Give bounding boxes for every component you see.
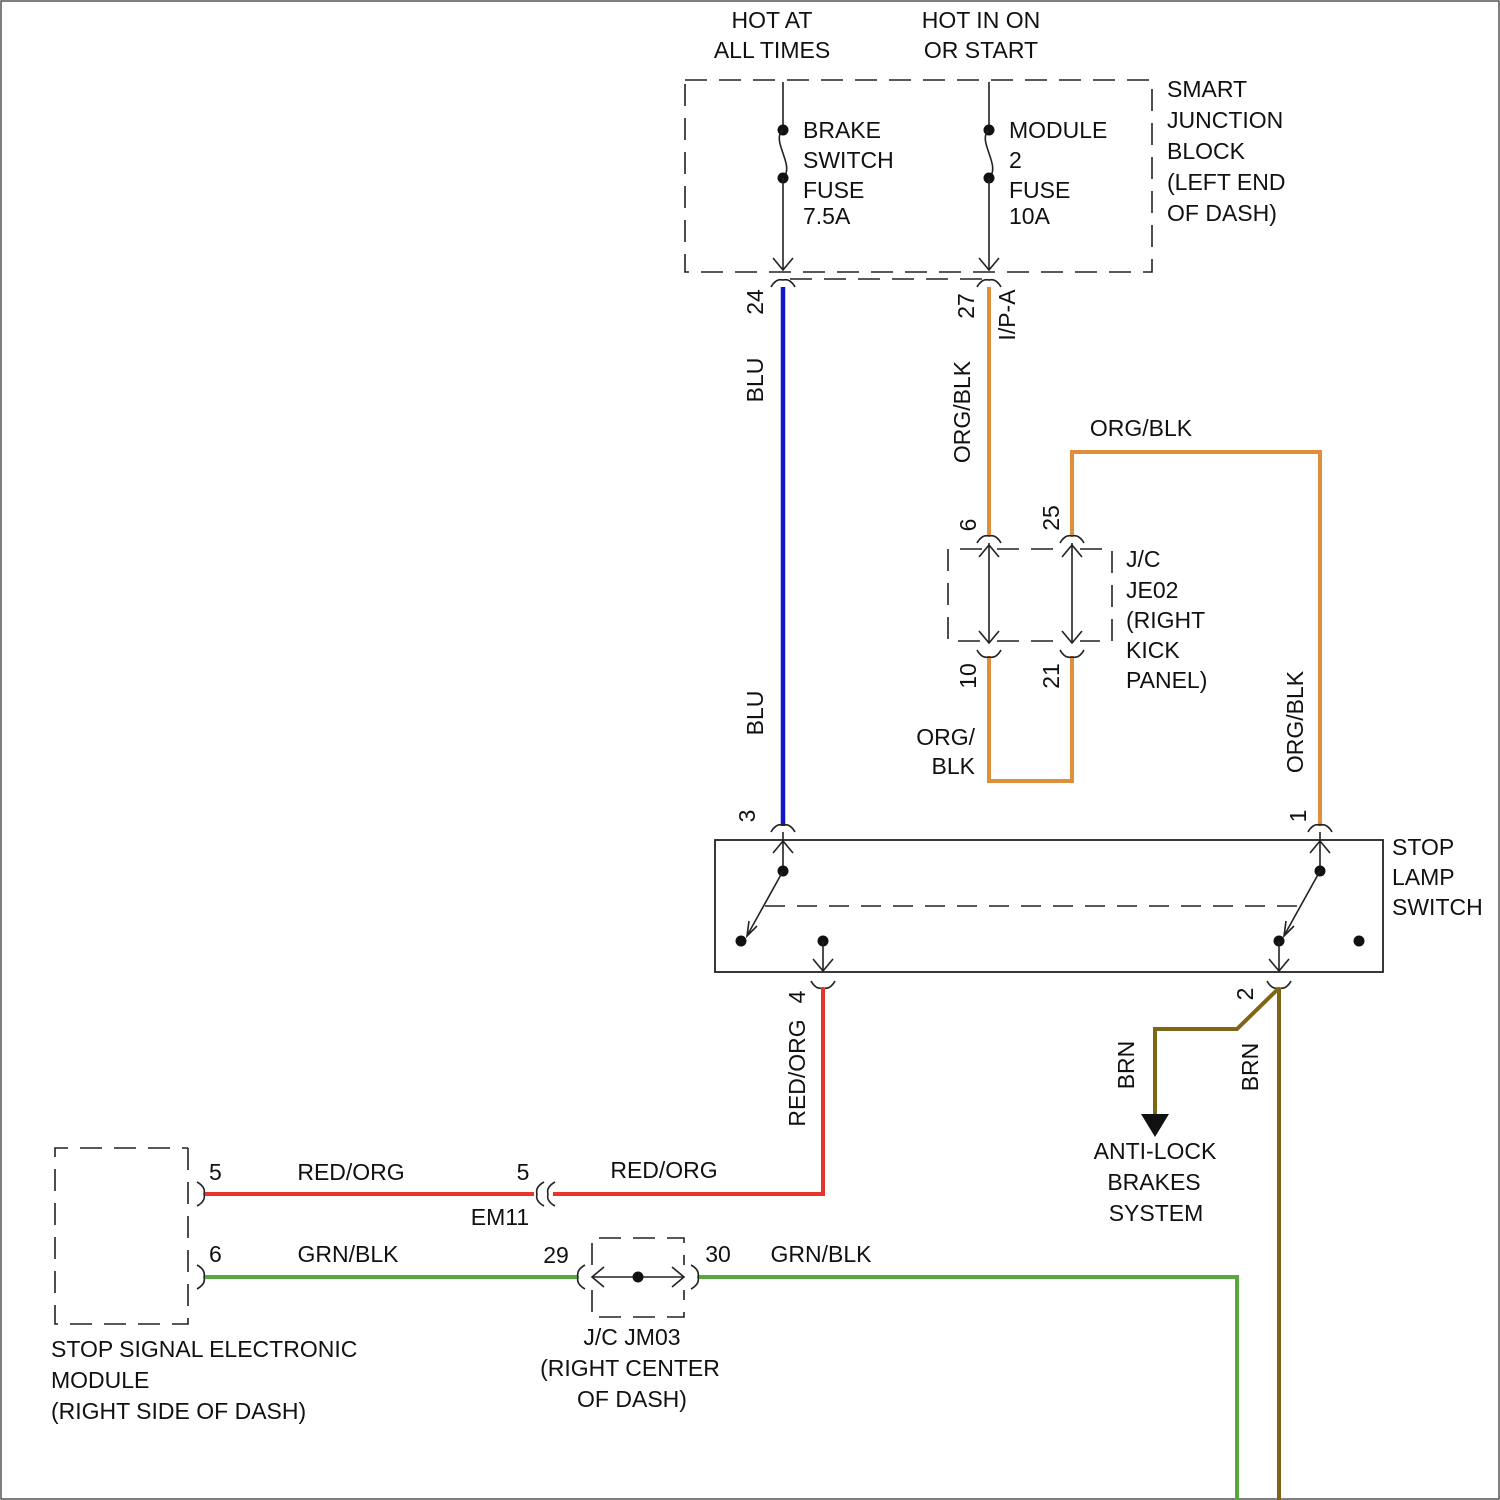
jm03-pin-29-label: 29 bbox=[543, 1242, 569, 1268]
sjb-label-line5: OF DASH) bbox=[1167, 200, 1277, 226]
wire-brn-main-label: BRN bbox=[1237, 1043, 1263, 1092]
je02-pin-10-label: 10 bbox=[955, 663, 981, 689]
je02-label-line4: KICK bbox=[1126, 637, 1180, 663]
sls-pin-4-label: 4 bbox=[784, 990, 810, 1003]
je02-pin-25-label: 25 bbox=[1038, 505, 1064, 531]
ssem-label-line1: STOP SIGNAL ELECTRONIC bbox=[51, 1336, 357, 1362]
wire-blu-lower-label: BLU bbox=[742, 691, 768, 736]
pin-24-connector bbox=[771, 280, 795, 287]
wire-grn-blk-right-label: GRN/BLK bbox=[771, 1241, 873, 1267]
wire-org-blk-loop-label-line1: ORG/ bbox=[916, 724, 975, 750]
module-fuse-label-line2: 2 bbox=[1009, 147, 1022, 173]
wire-org-blk-right-label: ORG/BLK bbox=[1282, 670, 1308, 773]
hot-in-on-line2: OR START bbox=[924, 37, 1038, 63]
brake-fuse-label-line1: BRAKE bbox=[803, 117, 881, 143]
wire-org-blk-top-label: ORG/BLK bbox=[1090, 415, 1193, 441]
stop-lamp-switch bbox=[715, 825, 1383, 989]
pin-27-label: 27 bbox=[953, 293, 979, 319]
ssem-label-line3: (RIGHT SIDE OF DASH) bbox=[51, 1398, 306, 1424]
stop-lamp-switch-label-line3: SWITCH bbox=[1392, 894, 1483, 920]
stop-lamp-switch-label-line1: STOP bbox=[1392, 834, 1454, 860]
pin-24-label: 24 bbox=[742, 289, 768, 315]
je02-pin-6-label: 6 bbox=[955, 519, 981, 532]
wire-red-org-left-label: RED/ORG bbox=[297, 1159, 404, 1185]
anti-lock-arrow-icon bbox=[1141, 1114, 1169, 1137]
hot-at-all-times-line1: HOT AT bbox=[732, 7, 813, 33]
ssem-pin-5-connector bbox=[197, 1182, 204, 1206]
brake-switch-fuse bbox=[773, 82, 793, 270]
wire-red-org-right-label: RED/ORG bbox=[610, 1157, 717, 1183]
brake-fuse-label-line4: 7.5A bbox=[803, 203, 851, 229]
module-fuse-label-line4: 10A bbox=[1009, 203, 1051, 229]
brake-fuse-label-line3: FUSE bbox=[803, 177, 864, 203]
jm03-label-line1: J/C JM03 bbox=[583, 1324, 680, 1350]
brake-fuse-label-line2: SWITCH bbox=[803, 147, 894, 173]
sjb-label-line4: (LEFT END bbox=[1167, 169, 1285, 195]
sjb-label-line2: JUNCTION bbox=[1167, 107, 1283, 133]
hot-at-all-times-line2: ALL TIMES bbox=[714, 37, 830, 63]
wire-org-blk-loop-label-line2: BLK bbox=[932, 753, 976, 779]
em11-label: EM11 bbox=[471, 1204, 529, 1230]
anti-lock-label-line1: ANTI-LOCK bbox=[1094, 1138, 1217, 1164]
jm03-label-line2: (RIGHT CENTER bbox=[540, 1355, 720, 1381]
je02-label-line3: (RIGHT bbox=[1126, 607, 1205, 633]
ip-a-label: I/P-A bbox=[994, 289, 1020, 341]
smart-junction-block-outline bbox=[685, 80, 1152, 272]
ssem-pin-6-connector bbox=[197, 1265, 204, 1289]
anti-lock-label-line3: SYSTEM bbox=[1109, 1200, 1204, 1226]
wire-grn-blk-left-label: GRN/BLK bbox=[298, 1241, 400, 1267]
ssem-pin-5-label: 5 bbox=[209, 1159, 222, 1185]
wire-red-org-vertical-label: RED/ORG bbox=[784, 1019, 810, 1126]
jm03-pin-30-label: 30 bbox=[705, 1241, 731, 1267]
sjb-label-line1: SMART bbox=[1167, 76, 1247, 102]
jc-je02 bbox=[948, 536, 1112, 658]
wire-grn-blk-right bbox=[698, 1277, 1237, 1500]
ssem-pin-6-label: 6 bbox=[209, 1241, 222, 1267]
wire-org-blk-upper-label: ORG/BLK bbox=[949, 360, 975, 463]
wire-brn-branch-label: BRN bbox=[1113, 1041, 1139, 1090]
hot-in-on-line1: HOT IN ON bbox=[922, 7, 1040, 33]
pin-27-connector bbox=[977, 280, 1001, 287]
je02-label-line1: J/C bbox=[1126, 546, 1161, 572]
stop-lamp-switch-label-line2: LAMP bbox=[1392, 864, 1455, 890]
anti-lock-label-line2: BRAKES bbox=[1107, 1169, 1200, 1195]
je02-pin-21-label: 21 bbox=[1038, 663, 1064, 689]
jc-jm03 bbox=[578, 1238, 699, 1317]
connector-em11 bbox=[537, 1182, 555, 1206]
module-2-fuse bbox=[979, 82, 999, 270]
ssem-label-line2: MODULE bbox=[51, 1367, 149, 1393]
sls-pin-2-label: 2 bbox=[1232, 988, 1258, 1001]
stop-signal-module-outline bbox=[55, 1148, 188, 1324]
je02-label-line2: JE02 bbox=[1126, 577, 1178, 603]
jm03-label-line3: OF DASH) bbox=[577, 1386, 687, 1412]
sls-pin-1-label: 1 bbox=[1285, 810, 1311, 823]
je02-label-line5: PANEL) bbox=[1126, 667, 1207, 693]
module-fuse-label-line1: MODULE bbox=[1009, 117, 1107, 143]
module-fuse-label-line3: FUSE bbox=[1009, 177, 1070, 203]
sjb-label-line3: BLOCK bbox=[1167, 138, 1246, 164]
wire-blu-upper-label: BLU bbox=[742, 358, 768, 403]
sls-pin-3-label: 3 bbox=[734, 810, 760, 823]
em11-pin-5-label: 5 bbox=[517, 1159, 530, 1185]
